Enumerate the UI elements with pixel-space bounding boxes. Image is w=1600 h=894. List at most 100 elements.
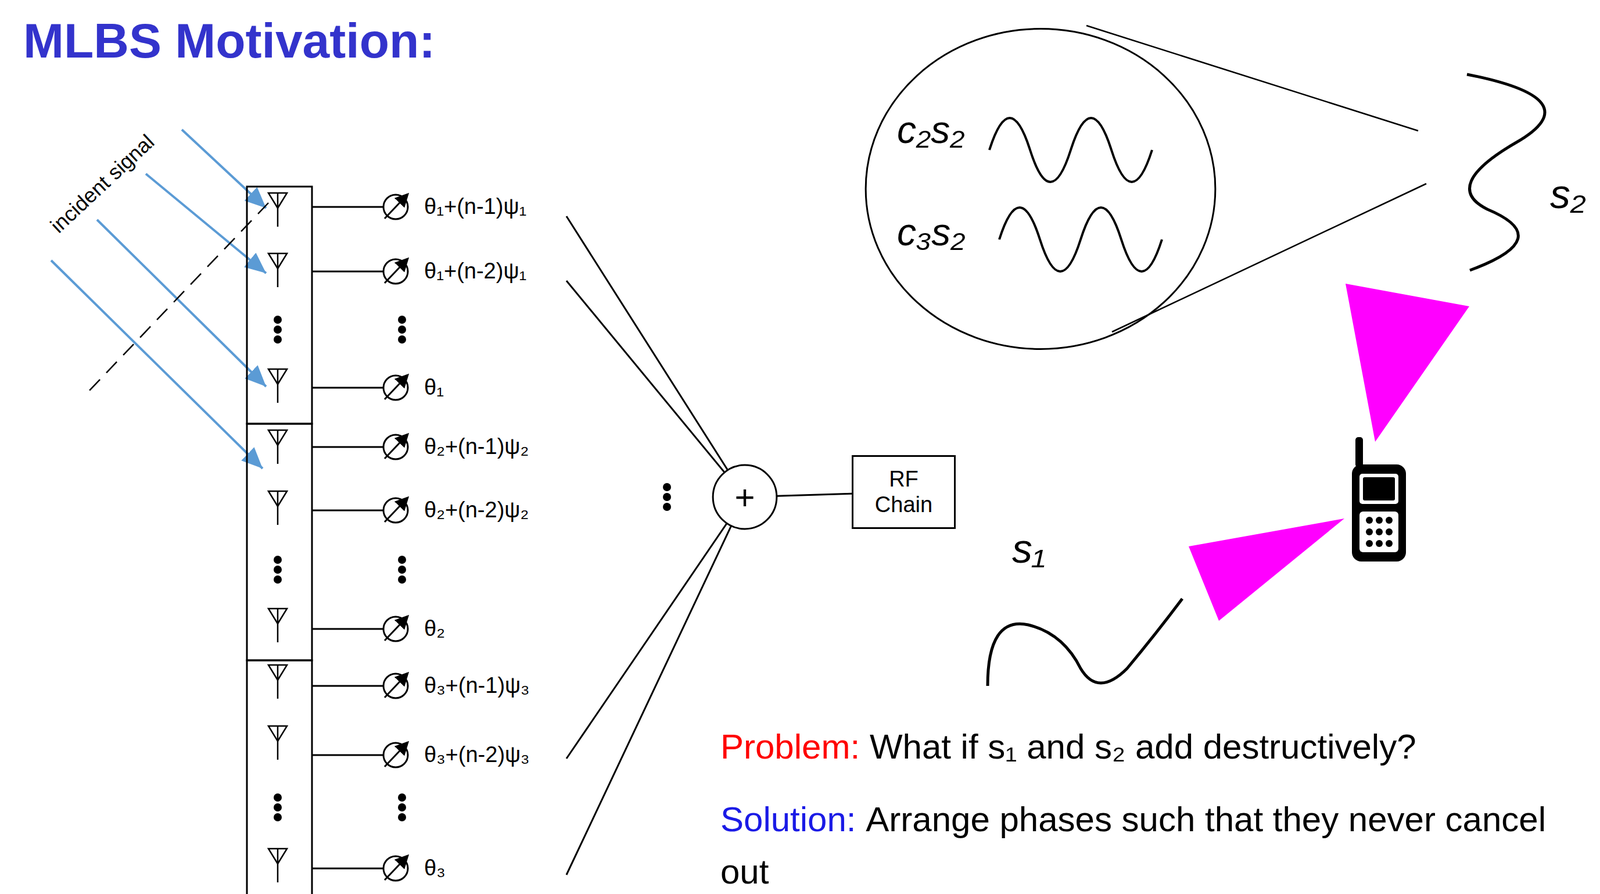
feed-wire xyxy=(311,386,384,389)
phase-shifter-symbol xyxy=(383,673,408,698)
phase-label: θ₃+(n-1)ψ₃ xyxy=(424,672,530,699)
node-text: c₃s₂ xyxy=(897,210,965,255)
phase-label: θ₁ xyxy=(424,374,444,401)
zoom-leader xyxy=(1086,25,1419,131)
feed-wire xyxy=(311,446,384,448)
ellipsis-dot xyxy=(397,555,407,564)
feed-wire xyxy=(311,270,384,273)
phase-label: θ₁+(n-1)ψ₁ xyxy=(424,194,527,220)
feed-wire xyxy=(311,684,384,687)
phone-key xyxy=(1385,516,1393,524)
antenna-symbol xyxy=(277,490,279,525)
ellipsis-dot xyxy=(273,555,282,564)
phone-key xyxy=(1385,539,1393,547)
wave-c3s2 xyxy=(999,207,1162,272)
node-text: c₂s₂ xyxy=(897,108,965,153)
wavefront-line xyxy=(87,202,269,393)
phone-key xyxy=(1365,516,1373,524)
antenna-symbol xyxy=(277,664,279,699)
ellipsis-dot xyxy=(397,315,407,324)
phase-shifter-symbol xyxy=(383,375,408,400)
antenna-symbol xyxy=(277,253,279,288)
feed-wire xyxy=(311,867,384,870)
phase-shifter-arrow xyxy=(384,672,408,698)
antenna-symbol xyxy=(277,368,279,403)
ellipsis-dot xyxy=(273,335,282,344)
ellipsis-dot xyxy=(273,812,282,821)
phase-shifter-arrow xyxy=(384,374,408,400)
title: MLBS Motivation: xyxy=(23,12,436,70)
rf-chain-box: RF Chain xyxy=(851,454,956,529)
phase-label: θ₃+(n-2)ψ₃ xyxy=(424,741,530,768)
ellipsis-dot xyxy=(397,325,407,334)
phase-label: θ₁+(n-2)ψ₁ xyxy=(424,258,527,285)
ellipsis-dot xyxy=(662,492,672,501)
phase-shifter-arrow xyxy=(384,194,408,219)
antenna-symbol xyxy=(277,608,279,642)
antenna-symbol xyxy=(277,429,279,464)
phase-label: θ₂ xyxy=(424,615,446,642)
connector xyxy=(777,493,852,496)
node-text: RF Chain xyxy=(874,466,933,518)
ellipsis-dot xyxy=(273,802,282,812)
phase-shifter-symbol xyxy=(383,259,408,284)
antenna-rows xyxy=(268,192,408,882)
ellipsis-dot xyxy=(273,315,282,324)
solution-heading: Solution: xyxy=(720,799,857,839)
phone-key xyxy=(1385,528,1393,536)
ellipsis-dot xyxy=(397,812,407,821)
ellipsis-dot xyxy=(273,793,282,802)
antenna-symbol xyxy=(277,192,279,227)
phase-shifter-arrow xyxy=(384,497,408,522)
feed-wire xyxy=(311,754,384,756)
zoom-circle: c₂s₂ c₃s₂ xyxy=(862,25,1219,353)
ellipsis-dot xyxy=(273,325,282,334)
phone-key xyxy=(1375,516,1383,524)
phase-shifter-arrow xyxy=(384,258,408,283)
antenna-symbol xyxy=(277,848,279,882)
ellipsis-dot xyxy=(662,482,672,491)
problem-heading: Problem: xyxy=(720,726,860,766)
wave-s2 xyxy=(1466,74,1545,271)
phase-shifter-arrow xyxy=(384,433,408,459)
beam xyxy=(1188,518,1345,621)
phase-shifter-symbol xyxy=(383,855,408,881)
ellipsis-dot xyxy=(273,575,282,584)
ellipse-outline xyxy=(862,25,1219,353)
feed-wire xyxy=(311,628,384,630)
phone-key xyxy=(1375,528,1383,536)
ellipsis-dot xyxy=(273,565,282,574)
summation-node: + xyxy=(712,464,778,530)
wave-s1 xyxy=(987,598,1183,686)
node-text: + xyxy=(734,476,755,518)
phase-shifter-symbol xyxy=(383,497,408,523)
ellipsis-dot xyxy=(397,802,407,812)
phase-label: θ₂+(n-2)ψ₂ xyxy=(424,497,529,523)
ellipsis-dot xyxy=(397,793,407,802)
feed-wire xyxy=(311,509,384,512)
ellipsis-dot xyxy=(662,502,672,511)
ellipsis-dots xyxy=(273,315,672,821)
phone-key xyxy=(1375,539,1383,547)
phase-shifter-symbol xyxy=(383,616,408,641)
phone-key xyxy=(1365,528,1373,536)
ellipsis-dot xyxy=(397,565,407,574)
phase-shifter-symbol xyxy=(383,742,408,767)
ellipsis-dot xyxy=(397,335,407,344)
text-paragraph: Problem:What if s₁ and s₂ add destructiv… xyxy=(720,720,1589,773)
subarray-boxes xyxy=(246,186,312,894)
phase-shifter-arrow xyxy=(384,741,408,767)
phase-label: θ₂+(n-1)ψ₂ xyxy=(424,433,529,460)
antenna-symbol xyxy=(277,725,279,760)
circle-outline xyxy=(712,464,777,529)
incident-arrows xyxy=(51,129,267,469)
phase-shifter-arrow xyxy=(384,615,408,641)
signal-label: incident signal xyxy=(45,129,159,238)
problem-text: What if s₁ and s₂ add destructively? xyxy=(869,726,1417,766)
phase-label: θ₃ xyxy=(424,855,446,881)
phone-icon xyxy=(1351,436,1406,562)
ellipse-outline xyxy=(865,29,1216,350)
text-paragraph: Solution:Arrange phases such that they n… xyxy=(720,793,1589,894)
signal-name: s₂ xyxy=(1550,170,1587,218)
